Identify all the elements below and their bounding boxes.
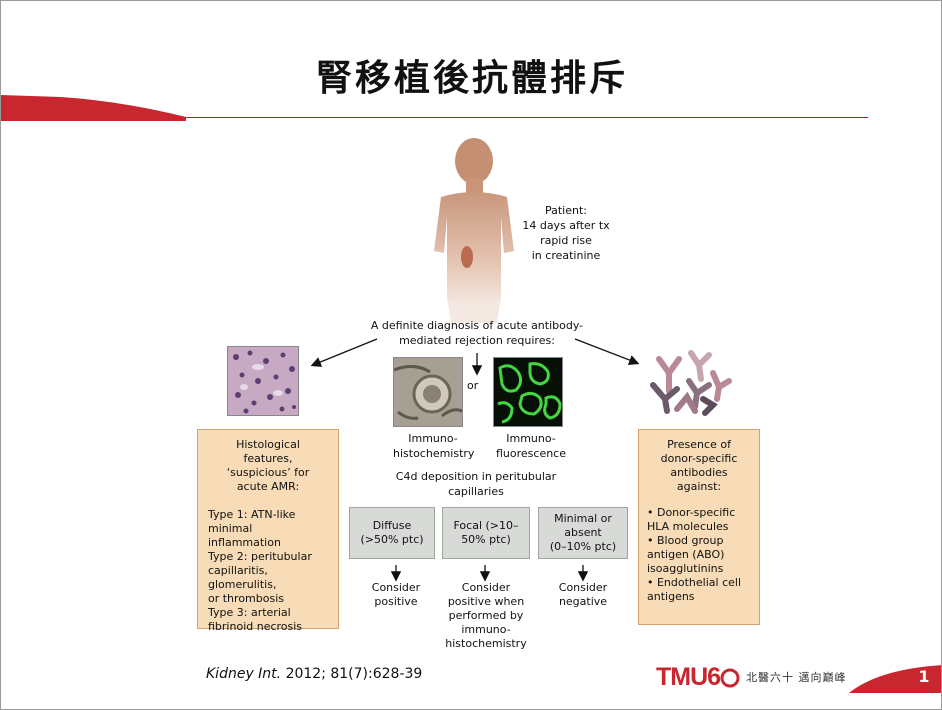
donor-specific-antibodies-box: Presence of donor-specific antibodies ag…	[638, 429, 760, 625]
university-logo: TMU6 北醫六十 邁向巔峰	[656, 658, 847, 696]
list-item: or thrombosis	[208, 592, 284, 605]
patient-line: rapid rise	[540, 234, 592, 247]
citation-details: 2012; 81(7):628-39	[281, 666, 423, 682]
logo-wordmark: TMU6	[656, 662, 721, 691]
patient-line: in creatinine	[531, 249, 601, 262]
patient-line: 14 days after tx	[522, 219, 610, 232]
result-diffuse: Consider positive	[351, 581, 441, 609]
result-minimal: Consider negative	[538, 581, 628, 609]
immunofluorescence-micrograph	[493, 357, 563, 427]
or-label: or	[467, 379, 479, 392]
grade-box-diffuse: Diffuse (>50% ptc)	[349, 507, 435, 559]
logo-ring-icon	[720, 668, 740, 688]
caption-line: C4d deposition in peritubular	[395, 470, 557, 483]
citation-journal: Kidney Int.	[206, 666, 282, 682]
arrow-to-antibodies	[574, 338, 640, 366]
grade-label-line: Focal (>10–	[453, 519, 519, 532]
grade-label-line: (>50% ptc)	[360, 533, 424, 546]
antibody-icons	[650, 350, 732, 416]
list-item: minimal inflammation	[208, 522, 281, 549]
box-header-line: against:	[676, 480, 722, 493]
page-number: 1	[918, 667, 930, 686]
patient-description: Patient: 14 days after tx rapid rise in …	[501, 203, 631, 263]
requirement-line: mediated rejection requires:	[399, 334, 555, 347]
list-item: Type 2: peritubular	[208, 550, 312, 563]
result-line: Consider	[461, 581, 511, 594]
slide-title: 腎移植後抗體排斥	[315, 58, 628, 99]
list-item: isoagglutinins	[647, 562, 724, 575]
list-item: • Endothelial cell	[647, 576, 742, 589]
caption-line: capillaries	[448, 485, 504, 498]
list-item: capillaritis, glomerulitis,	[208, 564, 277, 591]
grade-box-minimal: Minimal or absent (0–10% ptc)	[538, 507, 628, 559]
grade-box-focal: Focal (>10– 50% ptc)	[442, 507, 530, 559]
list-item: • Blood group	[647, 534, 724, 547]
caption-line: histochemistry	[393, 447, 475, 460]
list-item: HLA molecules	[647, 520, 729, 533]
caption-line: Immuno-	[408, 432, 458, 445]
result-line: negative	[558, 595, 608, 608]
c4d-caption: C4d deposition in peritubular capillarie…	[361, 469, 591, 499]
citation: Kidney Int. 2012; 81(7):628-39	[206, 666, 422, 682]
immunofluorescence-caption: Immuno- fluorescence	[493, 431, 569, 461]
antibody-targets-list: • Donor-specific HLA molecules • Blood g…	[647, 506, 751, 604]
footer-swoosh-decoration	[849, 665, 941, 693]
kidney-icon	[461, 246, 473, 268]
list-item: • Donor-specific	[647, 506, 736, 519]
box-header-line: features,	[243, 452, 293, 465]
box-header-line: donor-specific	[660, 452, 738, 465]
histology-micrograph	[227, 346, 299, 416]
box-header-line: Presence of	[667, 438, 731, 451]
list-item: Type 3: arterial	[208, 606, 291, 619]
grade-label-line: Diffuse	[372, 519, 412, 532]
list-item: fibrinoid necrosis	[208, 620, 303, 633]
caption-line: fluorescence	[495, 447, 566, 460]
result-line: immuno-	[461, 623, 511, 636]
arrow-to-histology	[310, 338, 378, 367]
result-line: positive	[374, 595, 418, 608]
result-line: histochemistry	[445, 637, 527, 650]
result-line: Consider	[371, 581, 421, 594]
result-line: positive when	[447, 595, 525, 608]
box-header-line: acute AMR:	[236, 480, 300, 493]
immunohistochemistry-caption: Immuno- histochemistry	[393, 431, 475, 461]
title-swoosh-decoration	[1, 95, 186, 121]
requirement-line: A definite diagnosis of acute antibody-	[370, 319, 584, 332]
result-line: Consider	[558, 581, 608, 594]
grade-label-line: absent	[564, 526, 602, 539]
result-line: performed by	[448, 609, 524, 622]
histology-features-box: Histological features, ‘suspicious’ for …	[197, 429, 339, 633]
patient-line: Patient:	[544, 204, 587, 217]
caption-line: Immuno-	[506, 432, 556, 445]
box-header-line: antibodies	[670, 466, 728, 479]
list-item: Type 1: ATN-like	[208, 508, 296, 521]
diagnosis-requirement: A definite diagnosis of acute antibody- …	[359, 318, 595, 348]
patient-figure	[434, 138, 514, 323]
logo-slogan: 北醫六十 邁向巔峰	[746, 671, 847, 684]
grade-label-line: Minimal or	[554, 512, 612, 525]
box-header-line: Histological	[236, 438, 300, 451]
list-item: antigen (ABO)	[647, 548, 725, 561]
list-item: antigens	[647, 590, 695, 603]
immunohistochemistry-micrograph	[393, 357, 463, 427]
title-underline	[186, 117, 868, 118]
result-focal: Consider positive when performed by immu…	[441, 581, 531, 651]
grade-label-line: 50% ptc)	[461, 533, 511, 546]
grade-label-line: (0–10% ptc)	[549, 540, 617, 553]
histology-types-list: Type 1: ATN-like minimal inflammation Ty…	[208, 508, 328, 634]
box-header-line: ‘suspicious’ for	[226, 466, 310, 479]
